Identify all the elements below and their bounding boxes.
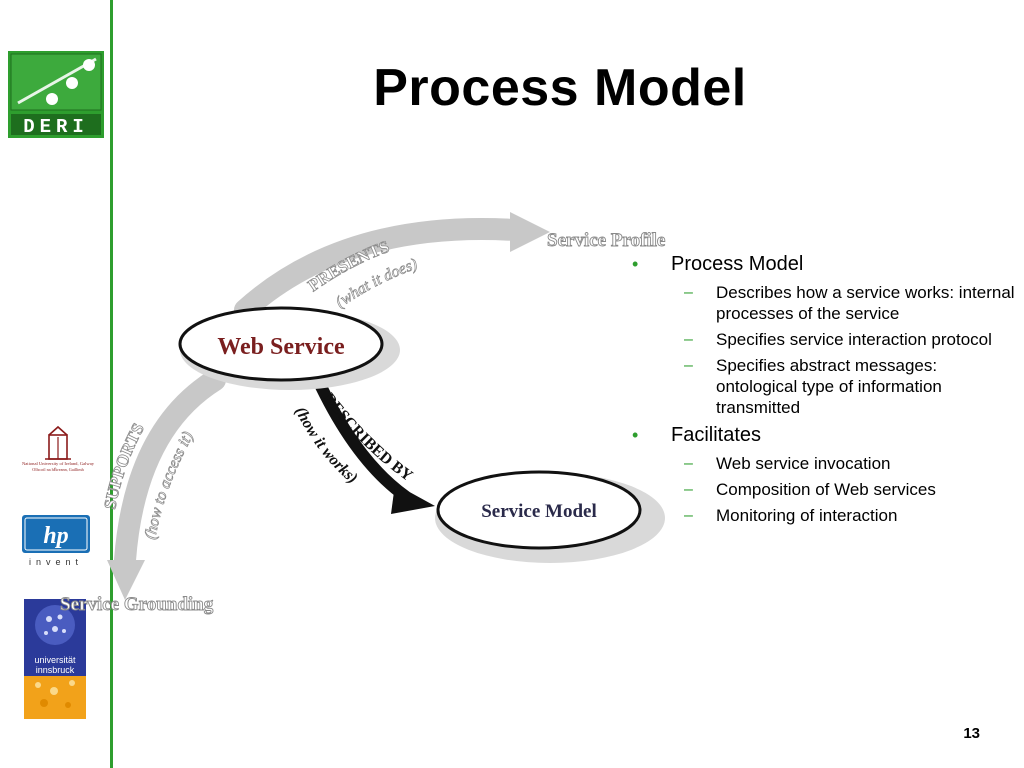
service-ontology-diagram: Web Service Service Model Service Profil… [60, 212, 666, 615]
sub-bullet-item: Monitoring of interaction [634, 505, 1019, 526]
presents-arc [234, 218, 526, 321]
deri-logo: DERI [8, 51, 104, 138]
web-service-label: Web Service [217, 334, 345, 360]
page-number: 13 [963, 725, 980, 742]
nui-galway-name: National University of Ireland, Galway [22, 461, 95, 467]
web-service-node [178, 306, 384, 382]
innsbruck-logo-line1: universität [34, 655, 76, 665]
supports-arrowhead [107, 560, 145, 600]
nui-galway-logo: National University of Ireland, Galway O… [22, 425, 95, 473]
sub-bullet-item: Composition of Web services [634, 479, 1019, 500]
bullet-item-facilitates: Facilitates [632, 423, 1019, 447]
bullet-item-process-model: Process Model [632, 252, 1019, 276]
innsbruck-logo-line2: innsbruck [36, 665, 75, 675]
deri-logo-text: DERI [23, 116, 89, 138]
service-grounding-label: Service Grounding [60, 594, 214, 615]
described-by-arrow [311, 372, 411, 502]
presents-arrowhead [510, 212, 550, 252]
service-profile-label: Service Profile [547, 230, 665, 251]
sub-bullet-item: Describes how a service works: internal … [634, 282, 1019, 324]
nui-galway-irish-name: Ollscoil na hÉireann, Gaillimh [32, 467, 84, 473]
hp-logo-tagline: invent [29, 557, 83, 567]
sub-bullet-item: Specifies service interaction protocol [634, 329, 1019, 350]
supports-arc [114, 369, 226, 571]
innsbruck-logo: universität innsbruck [24, 599, 86, 719]
sub-bullet-item: Specifies abstract messages: ontological… [634, 355, 1019, 418]
sidebar-divider-line [110, 0, 113, 768]
slide-title: Process Model [373, 59, 747, 117]
sub-bullet-item: Web service invocation [634, 453, 1019, 474]
service-model-label: Service Model [481, 501, 597, 522]
bullet-list: Process Model Describes how a service wo… [632, 252, 1019, 531]
hp-logo: hp invent [22, 515, 90, 567]
described-by-arrowhead [391, 484, 435, 514]
hp-logo-mark: hp [43, 523, 68, 549]
